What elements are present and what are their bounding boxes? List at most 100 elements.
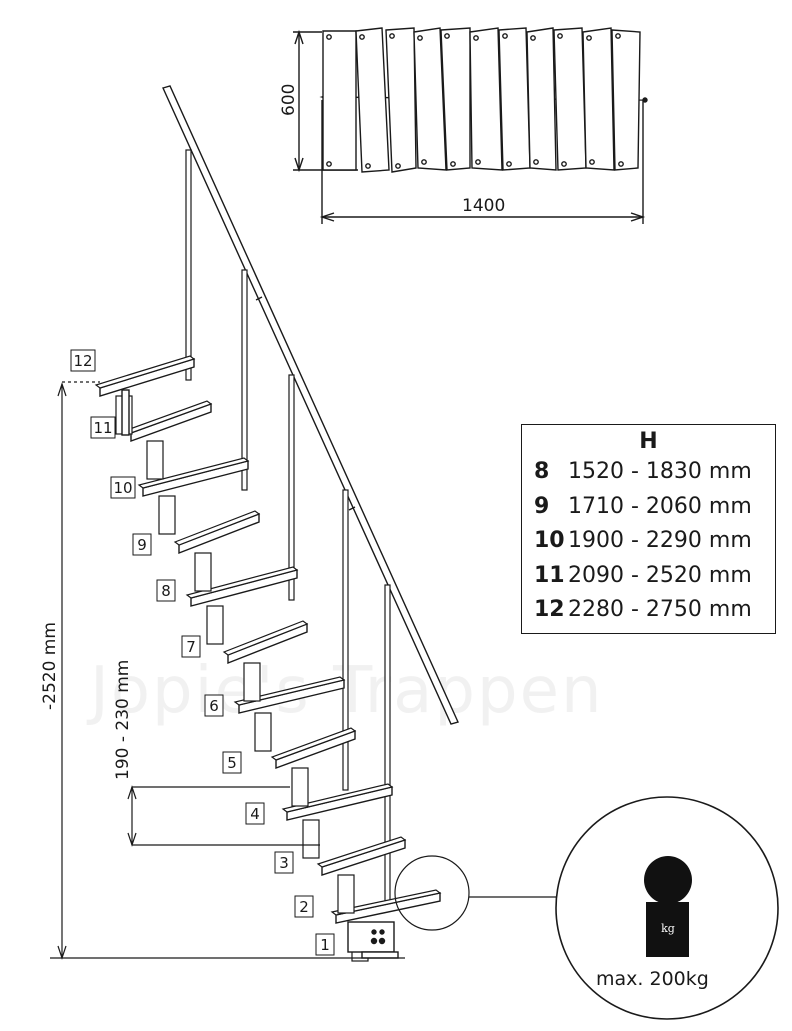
tread-support	[291, 767, 309, 807]
step-number-box	[70, 349, 96, 372]
height-table-row: 9 1710 - 2060 mm	[522, 494, 775, 529]
step-tread-top	[316, 836, 407, 868]
height-range: 2090 - 2520 mm	[568, 562, 752, 588]
step-number: 2	[299, 898, 309, 916]
bolt-hole	[359, 34, 365, 40]
tread-support	[302, 819, 320, 859]
step-number-box	[274, 851, 294, 874]
width-label: 1400	[462, 196, 505, 216]
bolt-hole	[365, 163, 371, 169]
weight-icon: kg	[644, 856, 692, 957]
bolt-hole	[502, 33, 508, 39]
tread-support	[146, 440, 164, 480]
steps-count: 10	[534, 528, 565, 553]
weight-icon-text: kg	[661, 922, 675, 935]
tread-support	[337, 874, 355, 914]
step-tread-top	[222, 620, 309, 656]
step-treads	[94, 355, 442, 962]
top-view-tread	[582, 27, 615, 171]
height-range: 1710 - 2060 mm	[568, 493, 752, 519]
bolt-hole	[326, 34, 332, 40]
bolt-hole	[561, 161, 567, 167]
steps-count: 8	[534, 459, 550, 484]
step-tread	[178, 512, 260, 555]
top-view-tread	[385, 27, 417, 173]
top-view-treads	[322, 27, 641, 173]
step-number: 11	[93, 419, 112, 437]
height-table-row: 10 1900 - 2290 mm	[522, 528, 775, 563]
total-height-label: -2520 mm	[40, 622, 60, 710]
step-number-box	[110, 476, 136, 499]
depth-label: 600	[279, 84, 299, 116]
tread-support	[254, 712, 272, 752]
bolt-hole	[533, 159, 539, 165]
baluster	[185, 149, 192, 381]
step-number: 4	[250, 805, 260, 823]
height-range: 1900 - 2290 mm	[568, 528, 752, 553]
tread-support	[206, 605, 224, 645]
step-number: 1	[320, 936, 330, 954]
bolt-hole	[615, 33, 621, 39]
bolt-hole	[589, 159, 595, 165]
step-number: 8	[161, 582, 171, 600]
step-number-box	[294, 895, 314, 918]
bolt-hole	[421, 159, 427, 165]
step-tread	[130, 403, 212, 442]
bolt-hole	[395, 163, 401, 169]
top-view-tread	[322, 30, 357, 171]
base-bracket	[347, 921, 395, 953]
bolt-hole	[389, 33, 395, 39]
step-number: 12	[73, 352, 92, 370]
top-view-tread	[469, 27, 503, 171]
step-number-box	[245, 802, 265, 825]
step-number: 5	[227, 754, 237, 772]
step-tread-top	[137, 457, 250, 489]
bolt-hole	[473, 35, 479, 41]
baluster	[288, 374, 295, 601]
top-view-tread	[498, 27, 531, 171]
height-table-row: 8 1520 - 1830 mm	[522, 459, 775, 494]
step-tread-top	[185, 566, 299, 599]
height-table-row: 11 2090 - 2520 mm	[522, 563, 775, 598]
baluster	[384, 584, 391, 906]
bolt-hole	[618, 161, 624, 167]
height-table: H 8 1520 - 1830 mm 9 1710 - 2060 mm 10 1…	[521, 424, 776, 634]
step-number-box	[132, 533, 152, 556]
step-number-box	[181, 635, 201, 658]
height-range: 1520 - 1830 mm	[568, 459, 752, 484]
bolt-hole	[444, 33, 450, 39]
bolt-hole	[506, 161, 512, 167]
step-tread-top	[330, 889, 442, 916]
balusters	[185, 149, 391, 906]
bolt-hole	[417, 35, 423, 41]
bolt-hole	[475, 159, 481, 165]
top-view	[293, 27, 648, 224]
bolt-hole	[557, 33, 563, 39]
step-number: 9	[137, 536, 147, 554]
step-tread	[321, 839, 406, 876]
step-number: 10	[113, 479, 132, 497]
steps-count: 12	[534, 597, 565, 622]
top-view-tread	[611, 29, 641, 171]
step-rise-label: 190 - 230 mm	[113, 660, 133, 780]
floor-plate	[361, 951, 399, 959]
step-tread-top	[94, 355, 196, 389]
top-view-tread	[553, 27, 587, 171]
top-view-tread	[413, 27, 447, 171]
baluster	[342, 489, 349, 791]
wall-bracket	[121, 389, 130, 436]
handrail	[162, 85, 459, 725]
bolt-hole	[450, 161, 456, 167]
step-number: 6	[209, 697, 219, 715]
step-number-box	[222, 751, 242, 774]
step-number: 7	[186, 638, 196, 656]
step-number-box	[315, 933, 335, 956]
top-view-tread	[440, 27, 471, 171]
step-tread-top	[233, 676, 346, 706]
height-table-row: 12 2280 - 2750 mm	[522, 597, 775, 632]
step-tread-top	[270, 727, 357, 761]
step-tread-top	[173, 510, 261, 546]
steps-count: 11	[534, 562, 565, 588]
